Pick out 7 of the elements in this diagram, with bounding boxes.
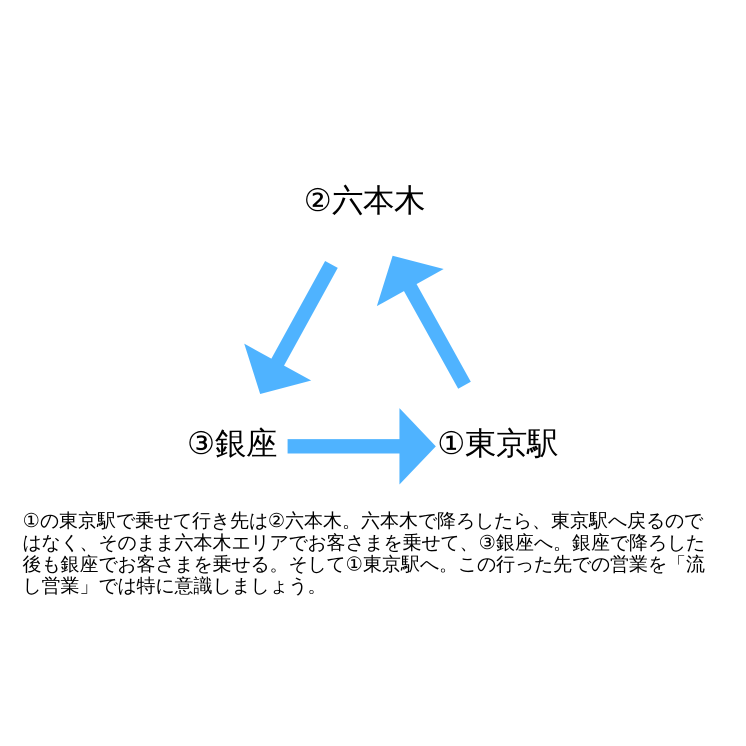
- node-text: ③銀座: [187, 426, 278, 462]
- arrow: [244, 260, 338, 394]
- node-text: ①東京駅: [437, 426, 558, 462]
- node-text: ②六本木: [304, 183, 425, 220]
- arrow: [288, 408, 436, 485]
- caption: ①の東京駅で乗せて行き先は②六本木。六本木で降ろしたら、東京駅へ戻るのではなく、そのまま六本木エリアでお客さまを乗せて、③銀座へ。銀座で降ろした後も銀座でお客さまを乗せる。そして①東京駅へ。この行った先での営業を「流し営業」では特に意識しましょう。: [22, 509, 705, 598]
- arrow: [376, 256, 471, 389]
